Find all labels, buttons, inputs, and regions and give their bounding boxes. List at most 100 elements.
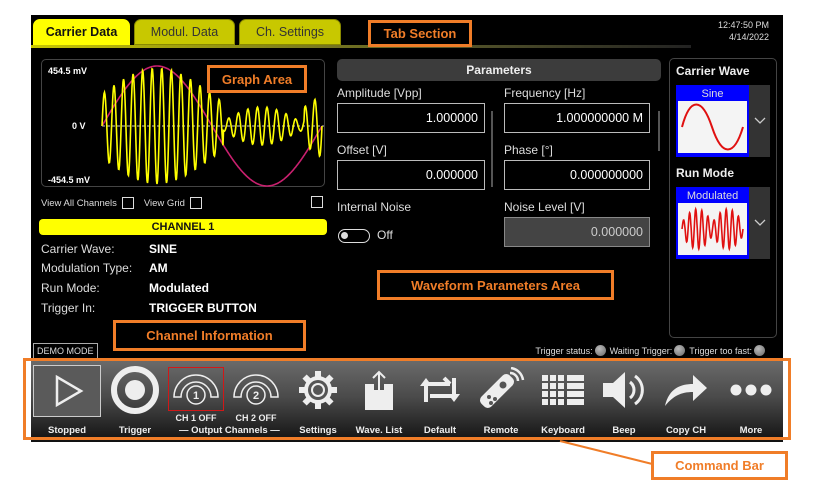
info-label: Modulation Type: <box>41 261 133 275</box>
view-grid-checkbox[interactable] <box>189 197 202 209</box>
svg-text:1: 1 <box>193 390 199 402</box>
more-label: More <box>739 425 763 436</box>
tab-bar: Carrier Data Modul. Data Ch. Settings 12… <box>31 15 783 48</box>
keyboard-icon <box>542 361 584 419</box>
sine-wave-icon <box>678 101 747 153</box>
repeat-icon <box>418 361 462 419</box>
stopped-button[interactable]: Stopped <box>31 361 103 442</box>
trigger-status-bar: Trigger status: Waiting Trigger: Trigger… <box>535 345 769 356</box>
gear-icon <box>298 361 338 419</box>
waiting-trigger-label: Waiting Trigger: <box>609 345 673 356</box>
view-all-channels-label: View All Channels <box>41 197 117 209</box>
phase-label: Phase [°] <box>504 143 553 157</box>
wave-list-label: Wave. List <box>355 425 403 436</box>
play-icon <box>33 365 101 417</box>
tab-modul-data[interactable]: Modul. Data <box>134 19 235 45</box>
remote-button[interactable]: Remote <box>471 361 531 442</box>
channel-1-button[interactable]: 1 CH 1 OFF <box>167 361 225 442</box>
frequency-label: Frequency [Hz] <box>504 86 586 100</box>
copy-ch-label: Copy CH <box>665 425 707 436</box>
run-mode-thumb[interactable]: Modulated <box>676 187 749 259</box>
info-label: Run Mode: <box>41 281 100 295</box>
run-mode-dropdown[interactable] <box>749 187 770 259</box>
frequency-scrollbar[interactable] <box>658 111 660 151</box>
channel-2-button[interactable]: 2 CH 2 OFF <box>225 361 287 442</box>
trigger-label: Trigger <box>118 425 152 436</box>
tab-underline <box>31 45 691 48</box>
chevron-down-icon <box>754 219 765 226</box>
offset-label: Offset [V] <box>337 143 387 157</box>
carrier-wave-thumb[interactable]: Sine <box>676 85 749 157</box>
info-row-run-mode: Run Mode: Modulated <box>41 281 209 299</box>
channel-title: CHANNEL 1 <box>39 219 327 235</box>
default-button[interactable]: Default <box>409 361 471 442</box>
default-label: Default <box>423 425 457 436</box>
clock-time: 12:47:50 PM <box>717 20 769 30</box>
carrier-wave-select[interactable]: Sine <box>676 85 770 157</box>
clock: 12:47:50 PM 4/14/2022 <box>718 19 769 43</box>
keyboard-button[interactable]: Keyboard <box>531 361 595 442</box>
beep-label: Beep <box>612 425 636 436</box>
carrier-wave-dropdown[interactable] <box>749 85 770 157</box>
copy-ch-button[interactable]: Copy CH <box>653 361 719 442</box>
run-mode-select[interactable]: Modulated <box>676 187 770 259</box>
info-value: TRIGGER BUTTON <box>149 301 257 315</box>
amplitude-scrollbar[interactable] <box>491 111 493 187</box>
keyboard-label: Keyboard <box>541 425 585 436</box>
channel-1-status: CH 1 OFF <box>175 413 217 423</box>
tab-carrier-data[interactable]: Carrier Data <box>33 19 130 45</box>
waiting-trigger-led <box>674 345 686 356</box>
tab-ch-settings[interactable]: Ch. Settings <box>239 19 341 45</box>
command-bar: Stopped Trigger 1 CH 1 OFF 2 CH 2 OFF Se… <box>31 361 783 442</box>
beep-button[interactable]: Beep <box>595 361 653 442</box>
app-screen: Carrier Data Modul. Data Ch. Settings 12… <box>31 15 783 442</box>
annotation-graph-area: Graph Area <box>207 65 307 93</box>
trigger-status-label: Trigger status: <box>535 345 593 356</box>
stopped-label: Stopped <box>48 425 86 436</box>
annotation-waveform-parameters-area: Waveform Parameters Area <box>377 270 614 300</box>
channel-1-icon: 1 <box>168 367 224 411</box>
annotation-channel-information: Channel Information <box>113 320 306 351</box>
amplitude-input[interactable]: 1.000000 <box>337 103 485 133</box>
parameters-header: Parameters <box>337 59 661 81</box>
run-mode-selected: Modulated <box>686 190 739 202</box>
settings-label: Settings <box>299 425 337 436</box>
speaker-icon <box>601 361 647 419</box>
annotation-command-bar: Command Bar <box>651 451 788 480</box>
info-label: Trigger In: <box>41 301 96 315</box>
wave-select-panel: Carrier Wave Sine Run Mode Modulated <box>669 58 777 338</box>
upload-icon <box>362 361 396 419</box>
internal-noise-label: Internal Noise <box>337 200 412 214</box>
carrier-wave-title: Carrier Wave <box>676 64 750 78</box>
more-icon <box>730 361 772 419</box>
graph-y-zero-label: 0 V <box>72 121 86 131</box>
internal-noise-toggle[interactable] <box>338 229 370 243</box>
offset-input[interactable]: 0.000000 <box>337 160 485 190</box>
settings-button[interactable]: Settings <box>287 361 349 442</box>
waveform-plot <box>101 65 324 187</box>
noise-level-input[interactable]: 0.000000 <box>504 217 650 247</box>
info-row-carrier-wave: Carrier Wave: SINE <box>41 242 177 260</box>
output-channels-label: — Output Channels — <box>179 425 280 436</box>
info-row-modulation-type: Modulation Type: AM <box>41 261 168 279</box>
more-button[interactable]: More <box>719 361 783 442</box>
expand-icon[interactable] <box>311 196 323 208</box>
phase-input[interactable]: 0.000000000 <box>504 160 650 190</box>
view-grid-label: View Grid <box>143 197 185 209</box>
clock-date: 4/14/2022 <box>728 32 769 42</box>
frequency-input[interactable]: 1.000000000 M <box>504 103 650 133</box>
command-bar-leader-line <box>559 440 666 469</box>
share-arrow-icon <box>663 361 709 419</box>
trigger-too-fast-label: Trigger too fast: <box>689 345 752 356</box>
demo-mode-badge: DEMO MODE <box>33 343 98 359</box>
amplitude-label: Amplitude [Vpp] <box>337 86 422 100</box>
wave-list-button[interactable]: Wave. List <box>349 361 409 442</box>
info-row-trigger-in: Trigger In: TRIGGER BUTTON <box>41 301 257 319</box>
remote-label: Remote <box>483 425 519 436</box>
view-all-channels-checkbox[interactable] <box>121 197 134 209</box>
trigger-too-fast-led <box>754 345 765 356</box>
carrier-wave-selected: Sine <box>701 88 724 100</box>
trigger-button[interactable]: Trigger <box>103 361 167 442</box>
info-value: SINE <box>149 242 178 256</box>
info-value: Modulated <box>149 281 209 295</box>
